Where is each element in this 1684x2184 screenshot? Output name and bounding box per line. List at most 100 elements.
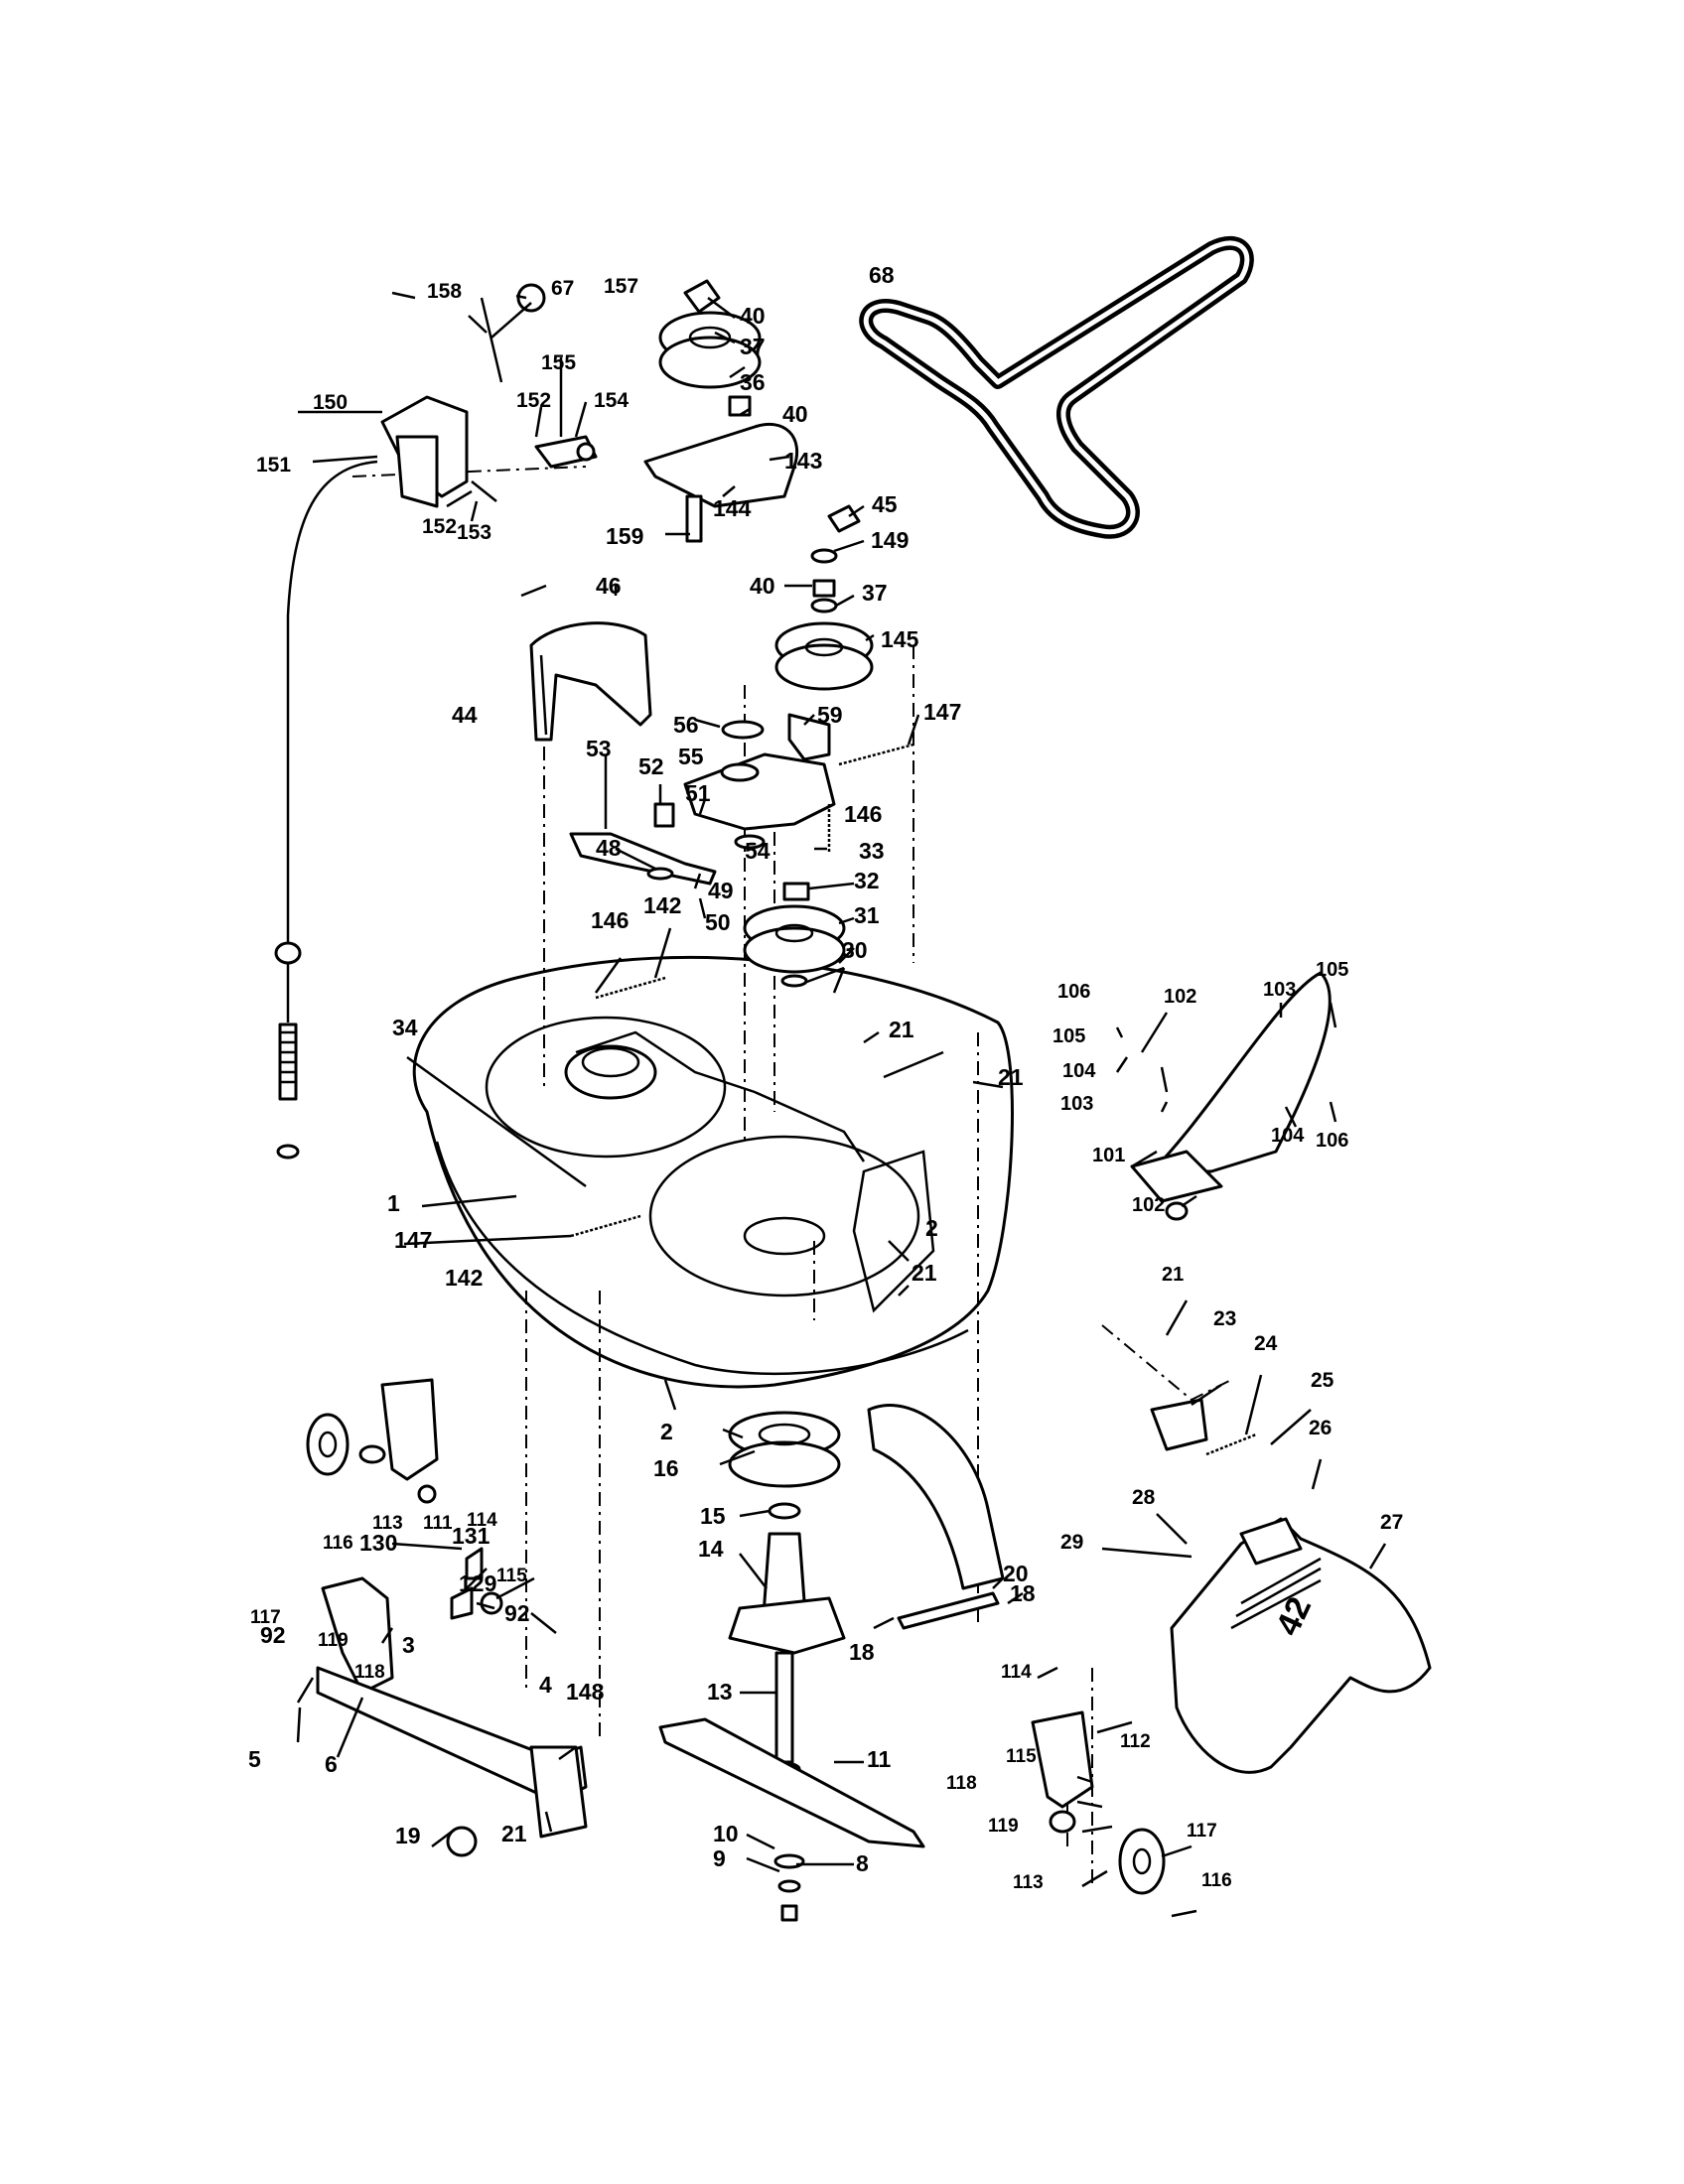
callout-26: 26 xyxy=(1309,1417,1332,1439)
lift-cable xyxy=(274,460,378,1160)
front-wheel-left xyxy=(306,1378,439,1504)
callout-21-a: 21 xyxy=(889,1017,914,1042)
callout-53: 53 xyxy=(586,736,612,761)
callout-49: 49 xyxy=(708,878,734,903)
callout-59: 59 xyxy=(817,702,843,728)
callout-116-a: 116 xyxy=(323,1533,353,1554)
callout-11: 11 xyxy=(867,1746,892,1772)
callout-153-a: 152 xyxy=(516,389,551,412)
callout-101: 101 xyxy=(1092,1145,1125,1166)
callout-33: 33 xyxy=(859,838,885,864)
callout-56: 56 xyxy=(673,712,699,738)
callout-37-b: 37 xyxy=(862,580,888,606)
callout-48: 48 xyxy=(596,835,622,861)
callout-131: 131 xyxy=(452,1523,491,1549)
callout-115-b: 115 xyxy=(1006,1746,1037,1767)
callout-106-a: 106 xyxy=(1057,981,1090,1003)
callout-20: 20 xyxy=(1003,1561,1029,1586)
callout-1: 1 xyxy=(387,1190,400,1216)
callout-40-a: 40 xyxy=(740,303,766,329)
callout-54: 54 xyxy=(745,838,771,864)
callout-19: 19 xyxy=(395,1823,421,1848)
callout-144: 144 xyxy=(713,495,752,521)
callout-45: 45 xyxy=(872,491,898,517)
callout-21-d: 21 xyxy=(501,1821,527,1846)
callout-114-a: 114 xyxy=(467,1510,497,1531)
callout-10: 10 xyxy=(713,1821,739,1846)
callout-23: 23 xyxy=(1213,1307,1236,1330)
callout-111: 111 xyxy=(423,1513,453,1534)
callout-2-b: 2 xyxy=(660,1419,673,1444)
discharge-chute: 42 xyxy=(1170,1517,1432,1774)
callout-114-b: 114 xyxy=(1001,1662,1032,1683)
callout-30: 30 xyxy=(842,937,868,963)
callout-154: 153 xyxy=(457,521,491,544)
drive-belt xyxy=(859,235,1254,539)
callout-119-a: 119 xyxy=(318,1630,349,1651)
callout-117-a: 117 xyxy=(250,1607,281,1628)
chute-bracket xyxy=(1150,1398,1208,1451)
callout-6: 6 xyxy=(325,1751,338,1777)
callout-148: 147 xyxy=(923,699,961,725)
idler-bracket xyxy=(683,713,836,850)
callout-3: 3 xyxy=(402,1632,415,1658)
callout-18-b: 18 xyxy=(849,1639,875,1665)
baffle xyxy=(867,1404,1005,1630)
callout-21-b: 21 xyxy=(998,1064,1024,1090)
callout-159: 159 xyxy=(606,523,643,549)
callout-119-b: 119 xyxy=(988,1816,1019,1837)
callout-34: 34 xyxy=(392,1015,418,1040)
idler-arm xyxy=(569,802,717,886)
callout-labels: 157 158 67 150 151 152 155 154 152 153 4… xyxy=(248,262,1403,1893)
callout-46: 46 xyxy=(596,573,622,599)
callout-14: 14 xyxy=(698,1536,724,1562)
callout-40-b: 40 xyxy=(782,401,808,427)
callout-102-b: 102 xyxy=(1132,1194,1165,1216)
callout-103-a: 103 xyxy=(1263,979,1296,1001)
callout-153-b: 152 xyxy=(422,515,457,538)
callout-16: 16 xyxy=(653,1455,679,1481)
blade xyxy=(658,1717,925,1848)
callout-129: 129 xyxy=(459,1570,496,1596)
callout-146: 146 xyxy=(844,801,882,827)
callout-117-b: 117 xyxy=(1187,1821,1217,1842)
callout-142-b: 142 xyxy=(445,1265,483,1291)
callout-27: 27 xyxy=(1380,1511,1403,1534)
callout-115-a: 115 xyxy=(496,1566,527,1586)
callout-68: 68 xyxy=(869,262,895,288)
callout-67: 67 xyxy=(551,277,574,300)
callout-15: 15 xyxy=(700,1503,726,1529)
spindle-pulley xyxy=(743,882,846,988)
callout-142-a: 142 xyxy=(643,892,681,918)
callout-25: 25 xyxy=(1311,1369,1334,1392)
callout-50: 50 xyxy=(705,909,731,935)
callout-147-a: 146 xyxy=(591,907,629,933)
callout-118-a: 118 xyxy=(354,1662,385,1683)
callout-113-a: 113 xyxy=(372,1513,403,1534)
callout-9: 9 xyxy=(713,1845,726,1871)
springs xyxy=(570,743,1257,1456)
callout-18-a: 18 xyxy=(1010,1580,1036,1606)
leader-lines xyxy=(296,291,1387,1918)
callout-130: 130 xyxy=(359,1530,397,1556)
callout-150: 149 xyxy=(871,527,909,553)
idler-pulley-145 xyxy=(774,504,874,691)
callout-2-a: 2 xyxy=(925,1215,938,1241)
callout-21-e: 21 xyxy=(1162,1264,1184,1286)
callout-13: 13 xyxy=(707,1679,733,1705)
callout-155: 154 xyxy=(594,389,629,412)
callout-106-b: 106 xyxy=(1316,1130,1348,1152)
callout-151: 150 xyxy=(313,391,348,414)
callout-145: 145 xyxy=(881,626,919,652)
callout-31: 31 xyxy=(854,902,880,928)
callout-40-c: 40 xyxy=(750,573,775,599)
callout-55: 55 xyxy=(678,744,704,769)
callout-8: 8 xyxy=(856,1850,869,1876)
lift-bracket xyxy=(380,283,598,508)
mulching-cover xyxy=(1130,971,1332,1221)
spindle-housing xyxy=(728,1411,846,1777)
front-wheel-right xyxy=(1031,1710,1166,1895)
callout-36: 36 xyxy=(740,369,766,395)
callout-51: 51 xyxy=(685,780,711,806)
